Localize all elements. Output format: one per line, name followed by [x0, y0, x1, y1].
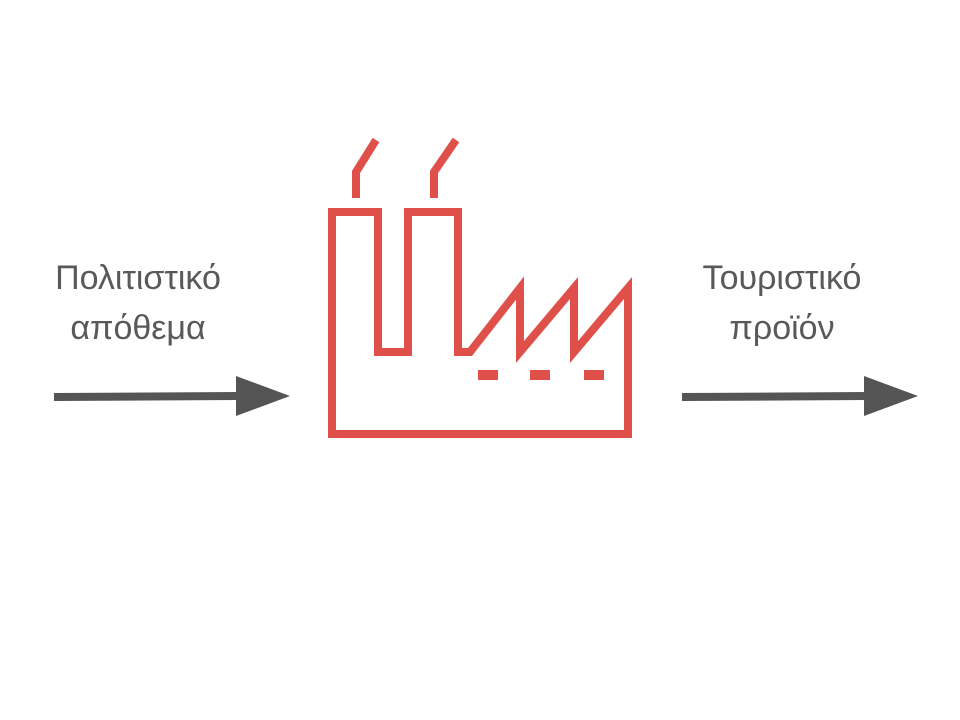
factory-icon: [328, 137, 632, 438]
output-arrow: [681, 376, 918, 416]
input-label-line-1: Πολιτιστικό: [55, 259, 221, 297]
output-label-line-1: Τουριστικό: [702, 259, 862, 297]
output-label: Τουριστικό προϊόν: [664, 253, 900, 353]
input-label-line-2: απόθεμα: [70, 309, 206, 347]
input-arrow: [53, 376, 290, 416]
output-label-line-2: προϊόν: [729, 309, 835, 347]
input-label: Πολιτιστικό απόθεμα: [20, 253, 256, 353]
